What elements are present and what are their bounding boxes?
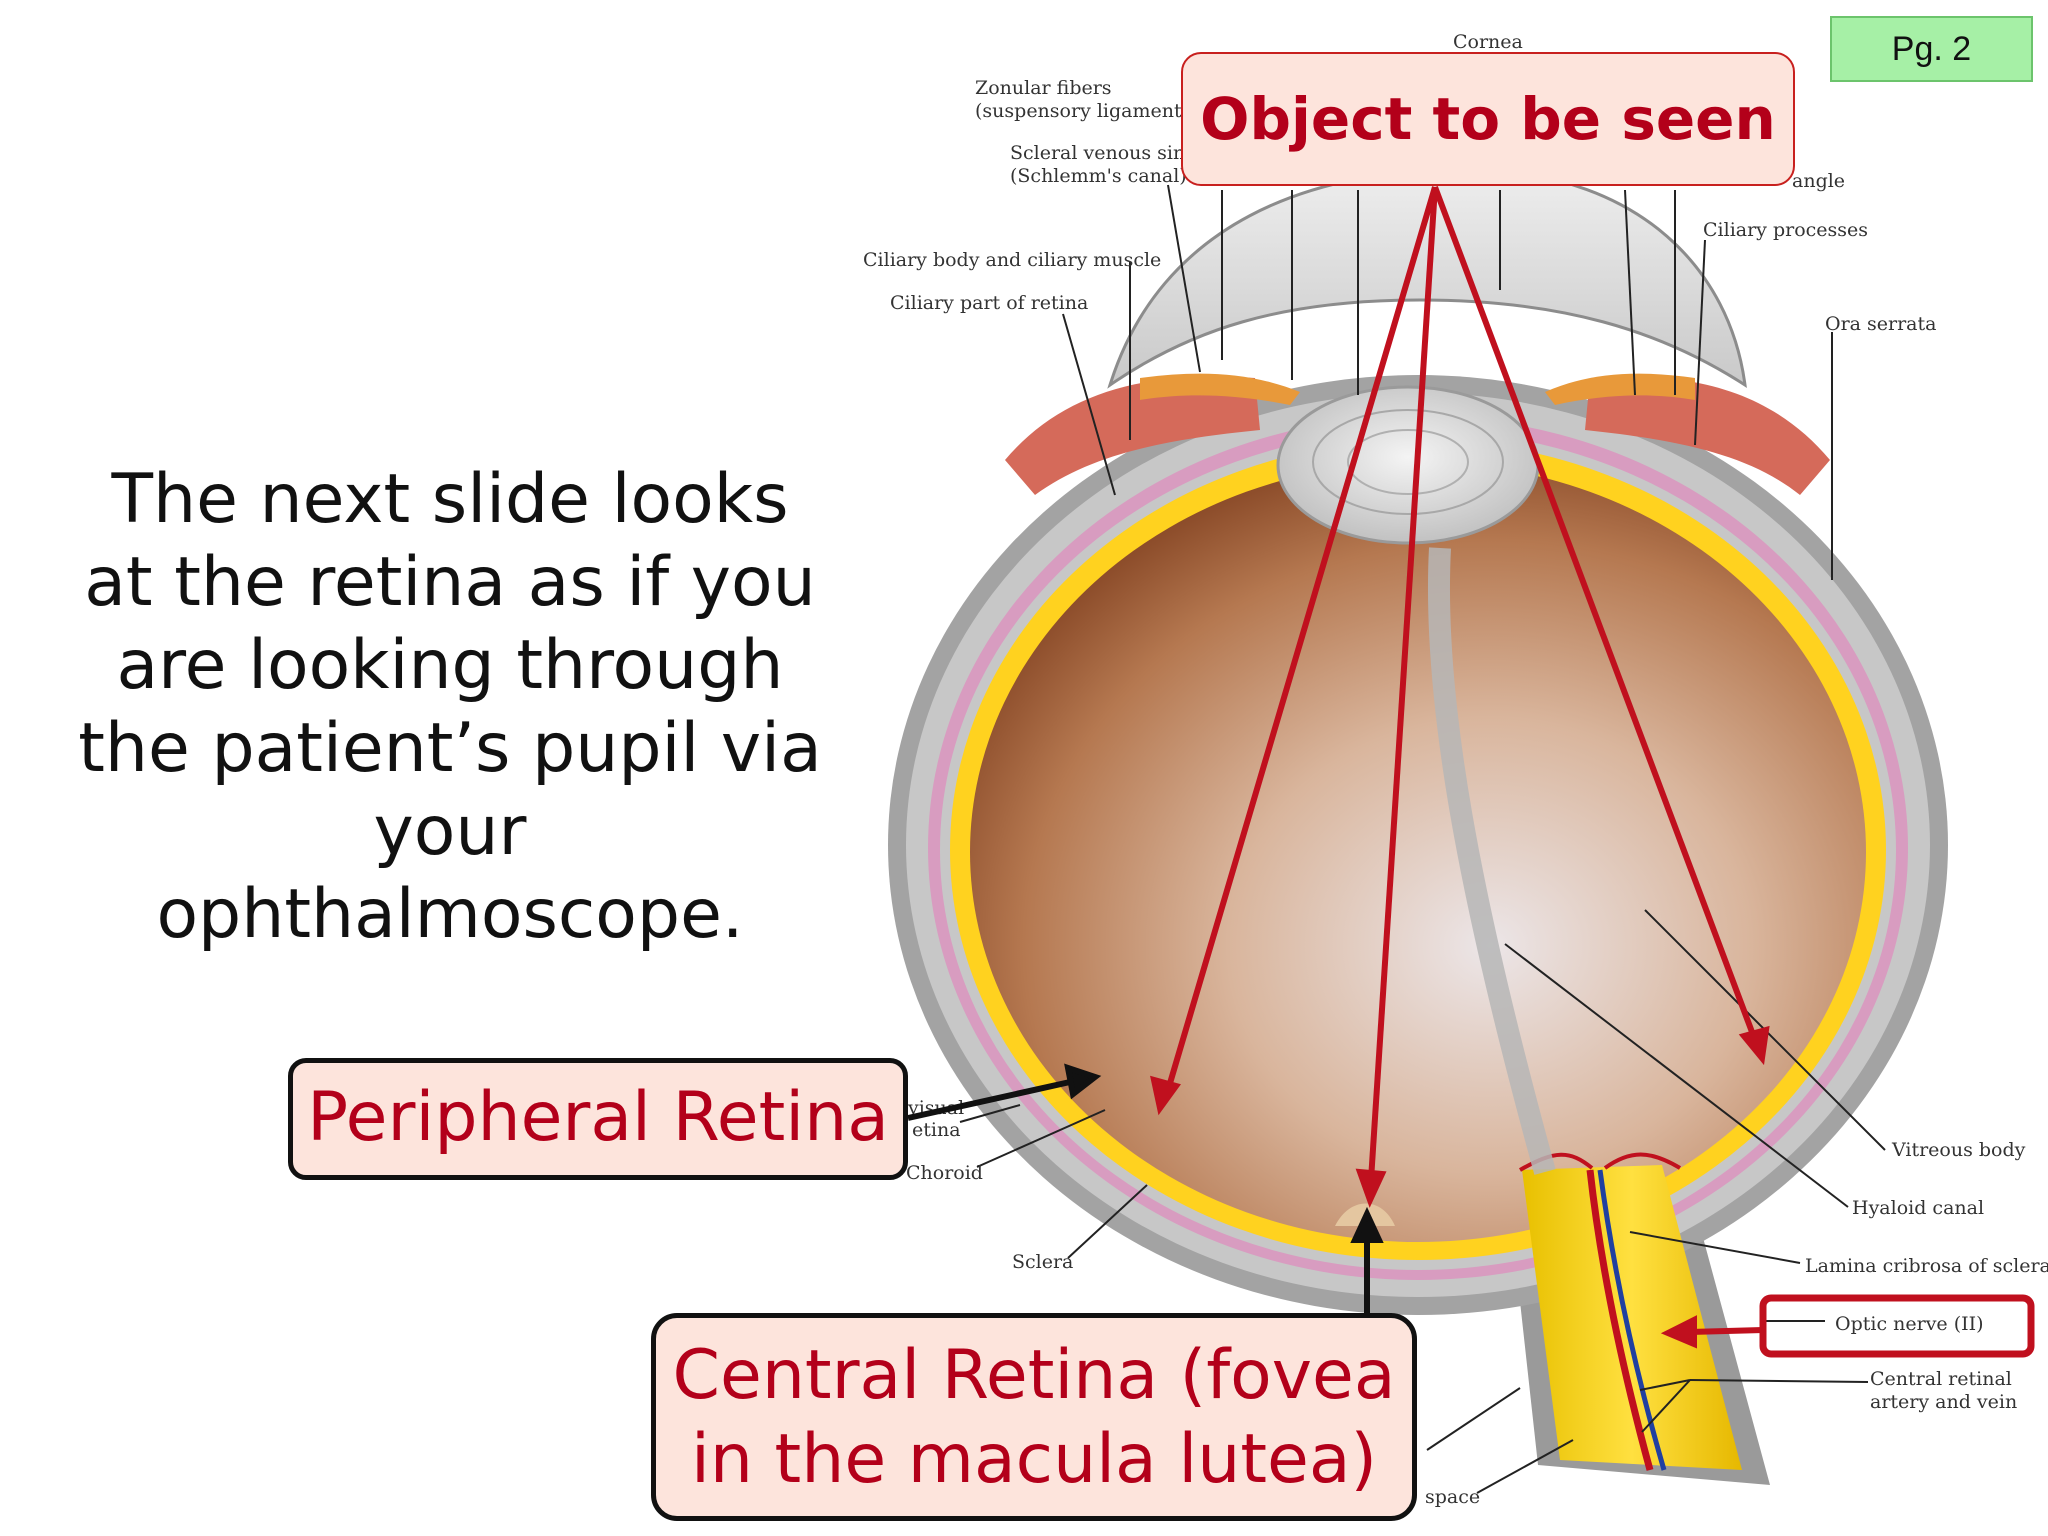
black-arrows [907,1063,1384,1313]
central-retina-line: Central Retina (fovea [672,1336,1396,1415]
intro-line: The next slide looks [111,460,789,539]
optic-nerve [1522,1165,1742,1470]
black-arrow-head-central [1350,1206,1384,1243]
label-sclera: Sclera [1012,1251,1073,1273]
vitreous-body [970,462,1866,1242]
label-scleral-1: Scleral venous sinu [1010,142,1198,164]
optic-nerve-highlight-box [1759,1294,2035,1358]
label-choroid: Choroid [906,1162,983,1184]
arrow-head-peripheral [1150,1075,1181,1116]
arrow-head-optic [1660,1315,1697,1349]
label-ciliary-retina: Ciliary part of retina [890,292,1088,314]
label-scleral-2: (Schlemm's canal) [1010,165,1187,187]
label-cornea: Cornea [1453,31,1523,53]
iris-right [1585,376,1830,495]
label-ciliary-processes: Ciliary processes [1703,219,1868,241]
label-lamina: Lamina cribrosa of sclera [1805,1255,2048,1277]
label-optic-nerve: Optic nerve (II) [1835,1313,1984,1335]
page-number-badge: Pg. 2 [1830,16,2033,82]
arrow-head-central [1355,1168,1387,1208]
central-retinal-vessels [1586,1169,1654,1471]
intro-line: ophthalmoscope. [156,875,744,954]
label-ora-serrata: Ora serrata [1825,313,1936,335]
red-arrows [1150,185,1770,1349]
central-retina-callout: Central Retina (fovea in the macula lute… [651,1313,1417,1521]
hyaloid-canal [1427,547,1556,1175]
object-to-be-seen-callout: Object to be seen [1181,52,1795,186]
label-central-artery-2: artery and vein [1870,1391,2017,1413]
black-arrow-head-peripheral [1064,1063,1102,1100]
intro-line: the patient’s pupil via [78,709,822,788]
label-zonular-2: (suspensory ligament o [975,100,1199,122]
anatomy-labels: Cornea Zonular fibers (suspensory ligame… [863,31,2048,1508]
label-central-artery-1: Central retinal [1870,1368,2012,1390]
label-space: space [1425,1486,1480,1508]
iris-left [1005,376,1260,495]
intro-text: The next slide looks at the retina as if… [40,458,860,956]
label-vitreous-body: Vitreous body [1891,1139,2026,1161]
label-angle: angle [1792,170,1845,192]
peripheral-retina-callout: Peripheral Retina [288,1058,908,1180]
intro-line: are looking through [116,626,784,705]
intro-line: your [373,792,527,871]
label-ciliary-body: Ciliary body and ciliary muscle [863,249,1161,271]
arrow-head-right [1738,1025,1770,1066]
label-leaders [959,184,1886,1494]
label-hyaloid-canal: Hyaloid canal [1852,1197,1984,1219]
central-retina-line: in the macula lutea) [690,1420,1378,1499]
label-zonular-1: Zonular fibers [975,77,1112,99]
intro-line: at the retina as if you [84,543,816,622]
label-visual-2: etina [912,1119,961,1141]
